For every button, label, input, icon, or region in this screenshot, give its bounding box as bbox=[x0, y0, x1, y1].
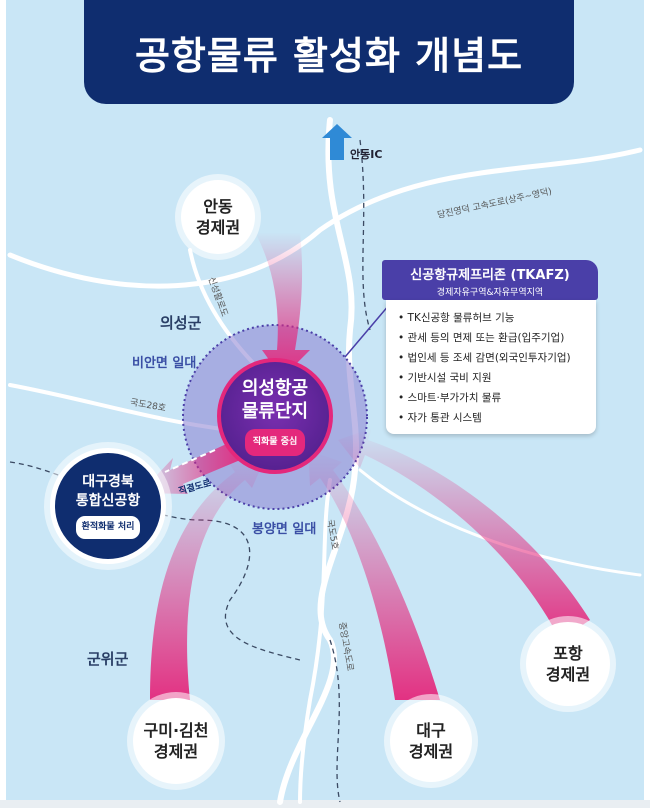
region-uiseong: 의성군 bbox=[160, 314, 202, 332]
node-daegu-line2: 경제권 bbox=[408, 742, 454, 761]
node-daegu-line1: 대구 bbox=[416, 721, 446, 740]
node-gumi-line2: 경제권 bbox=[153, 742, 199, 761]
tkafz-subtitle: 경제자유구역&자유무역지역 bbox=[436, 288, 544, 298]
logistics-hub: 의성항공 물류단지 직화물 중심 bbox=[217, 358, 333, 474]
node-daegu: 대구 경제권 bbox=[390, 700, 472, 782]
road-jungang bbox=[277, 117, 360, 805]
tkafz-item: TK신공항 물류허브 기능 bbox=[398, 308, 596, 328]
road-east bbox=[358, 468, 642, 577]
hub-line2: 물류단지 bbox=[241, 400, 309, 422]
node-andong: 안동 경제권 bbox=[181, 180, 255, 254]
page-title: 공항물류 활성화 개념도 bbox=[84, 0, 574, 104]
tkafz-item: 자가 통관 시스템 bbox=[398, 408, 596, 428]
node-pohang-line1: 포항 bbox=[553, 644, 583, 663]
airport-tag: 환적화물 처리 bbox=[75, 516, 141, 539]
hub-line1: 의성항공 bbox=[241, 377, 309, 399]
flow-airport bbox=[140, 440, 245, 494]
tkafz-title: 신공항규제프리존 (TKAFZ) bbox=[410, 268, 570, 283]
node-gumi-line1: 구미·김천 bbox=[143, 721, 209, 740]
node-andong-line1: 안동 bbox=[203, 197, 233, 216]
node-pohang: 포항 경제권 bbox=[526, 622, 610, 706]
airport-line1: 대구경북 bbox=[82, 474, 134, 490]
tkafz-item: 관세 등의 면제 또는 환급(입주기업) bbox=[398, 328, 596, 348]
tkafz-list: TK신공항 물류허브 기능 관세 등의 면제 또는 환급(입주기업) 법인세 등… bbox=[386, 300, 596, 434]
andong-ic-arrow bbox=[322, 124, 352, 160]
label-andong-ic: 안동IC bbox=[350, 148, 383, 161]
bottom-strip bbox=[0, 800, 650, 808]
tkafz-header: 신공항규제프리존 (TKAFZ) 경제자유구역&자유무역지역 bbox=[382, 260, 598, 300]
flow-pohang bbox=[338, 428, 590, 640]
area-bongyang: 봉양면 일대 bbox=[252, 522, 317, 537]
road-dangjin bbox=[7, 147, 643, 289]
airport-line2: 통합신공항 bbox=[75, 493, 141, 509]
new-airport: 대구경북 통합신공항 환적화물 처리 bbox=[50, 448, 166, 564]
area-bian: 비안면 일대 bbox=[132, 356, 197, 371]
hub-tag: 직화물 중심 bbox=[244, 428, 306, 456]
region-gunwi: 군위군 bbox=[87, 650, 129, 668]
node-andong-line2: 경제권 bbox=[195, 218, 241, 237]
tkafz-item: 기반시설 국비 지원 bbox=[398, 368, 596, 388]
flow-andong bbox=[255, 232, 310, 378]
tkafz-item: 스마트·부가가치 물류 bbox=[398, 388, 596, 408]
road-route5 bbox=[298, 478, 332, 804]
flow-gumi bbox=[150, 452, 268, 700]
tkafz-item: 법인세 등 조세 감면(외국인투자기업) bbox=[398, 348, 596, 368]
flow-daegu bbox=[308, 450, 440, 700]
node-pohang-line2: 경제권 bbox=[545, 665, 591, 684]
node-gumi: 구미·김천 경제권 bbox=[133, 698, 219, 784]
